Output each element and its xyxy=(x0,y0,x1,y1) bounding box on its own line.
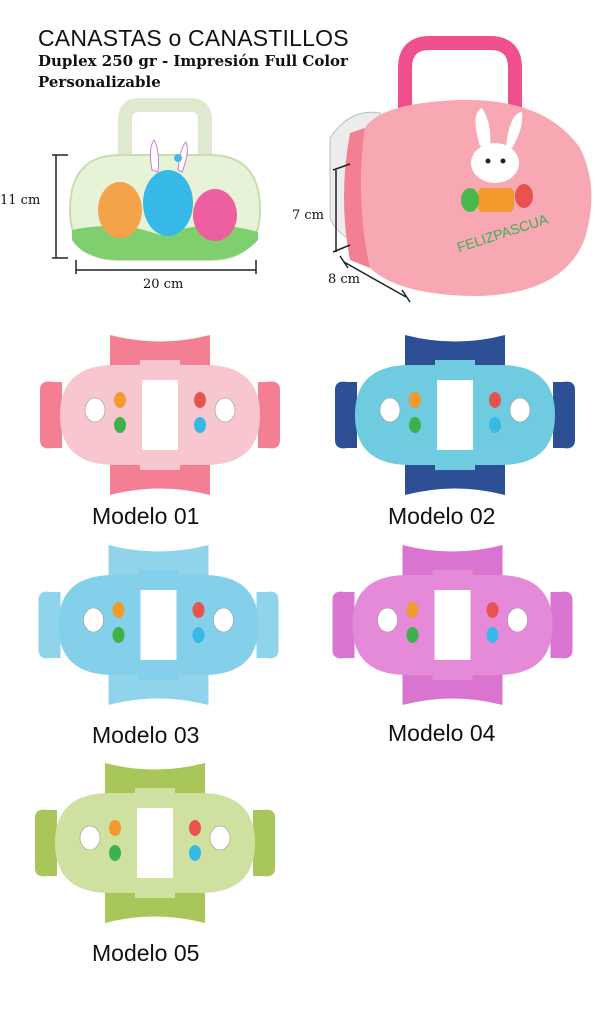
bunny-right xyxy=(214,397,236,423)
right-tab xyxy=(253,809,275,877)
right-tab xyxy=(550,591,573,659)
top-flap xyxy=(402,545,503,580)
left-tab xyxy=(335,381,357,449)
right-tab xyxy=(258,381,280,449)
blue-egg xyxy=(143,170,193,236)
basket-front-view xyxy=(68,98,262,261)
right-tab xyxy=(553,381,575,449)
window-cutout xyxy=(137,808,173,878)
depth-side-label: 8 cm xyxy=(328,272,361,287)
top-flap xyxy=(405,335,505,370)
window-cutout xyxy=(140,590,177,660)
bunny-left xyxy=(377,607,398,633)
model-01-template xyxy=(40,335,280,495)
side-dimension-lines xyxy=(332,163,411,303)
basket-3d-view xyxy=(329,36,592,296)
egg-right-2 xyxy=(192,627,205,643)
bottom-flap xyxy=(402,670,503,705)
window-cutout xyxy=(437,380,473,450)
egg-right-2 xyxy=(489,417,501,433)
model-03-label: Modelo 03 xyxy=(92,722,200,748)
bottom-flap xyxy=(110,460,210,495)
bunny-right xyxy=(507,607,528,633)
height-front-label: 11 cm xyxy=(0,193,41,208)
model-01-label: Modelo 01 xyxy=(92,503,200,529)
bunny-right xyxy=(213,607,234,633)
left-tab xyxy=(332,591,355,659)
model-02-template xyxy=(335,335,575,495)
egg-left-1 xyxy=(409,392,421,408)
egg-left-2 xyxy=(114,417,126,433)
right-tab xyxy=(256,591,279,659)
egg-right-1 xyxy=(192,602,205,618)
left-tab xyxy=(35,809,57,877)
egg-right-2 xyxy=(194,417,206,433)
egg-right-1 xyxy=(189,820,201,836)
egg-right-1 xyxy=(486,602,499,618)
left-tab xyxy=(40,381,62,449)
width-front-label: 20 cm xyxy=(143,277,184,292)
bunny-left xyxy=(379,397,401,423)
bunny-right xyxy=(509,397,531,423)
model-04-template xyxy=(332,545,573,705)
bottom-flap xyxy=(405,460,505,495)
bunny-right xyxy=(209,825,231,851)
model-05-template xyxy=(35,763,275,923)
orange-egg xyxy=(98,182,142,238)
egg-left-2 xyxy=(409,417,421,433)
bottom-flap xyxy=(108,670,209,705)
bottom-flap xyxy=(105,888,205,923)
pink-egg xyxy=(193,189,237,241)
egg-right-2 xyxy=(189,845,201,861)
model-05-label: Modelo 05 xyxy=(92,940,200,966)
page-title: CANASTAS o CANASTILLOS xyxy=(38,25,349,51)
egg-left-1 xyxy=(406,602,419,618)
model-03-template xyxy=(38,545,279,705)
window-cutout xyxy=(434,590,471,660)
front-dimension-lines xyxy=(52,154,257,274)
top-flap xyxy=(110,335,210,370)
bunny-left xyxy=(79,825,101,851)
egg-right-1 xyxy=(194,392,206,408)
model-04-label: Modelo 04 xyxy=(388,720,496,746)
top-flap xyxy=(105,763,205,798)
egg-left-1 xyxy=(109,820,121,836)
egg-left-2 xyxy=(406,627,419,643)
model-02-label: Modelo 02 xyxy=(388,503,496,529)
personalizable-subtitle: Personalizable xyxy=(38,73,161,91)
bunny-left xyxy=(83,607,104,633)
egg-right-2 xyxy=(486,627,499,643)
egg-left-1 xyxy=(112,602,125,618)
material-subtitle: Duplex 250 gr - Impresión Full Color xyxy=(38,52,348,70)
window-cutout xyxy=(142,380,178,450)
egg-left-2 xyxy=(112,627,125,643)
bunny-left xyxy=(84,397,106,423)
top-flap xyxy=(108,545,209,580)
left-tab xyxy=(38,591,61,659)
egg-left-2 xyxy=(109,845,121,861)
egg-right-1 xyxy=(489,392,501,408)
egg-left-1 xyxy=(114,392,126,408)
height-side-label: 7 cm xyxy=(292,208,325,223)
